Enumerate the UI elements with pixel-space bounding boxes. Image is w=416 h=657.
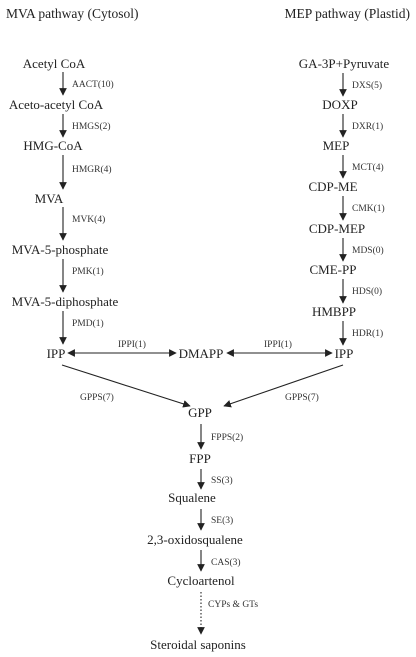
node-mep: MEP bbox=[323, 138, 350, 153]
enzyme-cmk: CMK(1) bbox=[352, 203, 385, 214]
node-hmg-coa: HMG-CoA bbox=[23, 138, 83, 153]
enzyme-gpps-right: GPPS(7) bbox=[285, 392, 319, 403]
node-ipp-mep: IPP bbox=[335, 346, 354, 361]
enzyme-mds: MDS(0) bbox=[352, 245, 384, 256]
mep-pathway-heading: MEP pathway (Plastid) bbox=[285, 6, 411, 21]
node-ipp-mva: IPP bbox=[47, 346, 66, 361]
enzyme-hdr: HDR(1) bbox=[352, 328, 383, 339]
enzyme-ss: SS(3) bbox=[211, 475, 233, 486]
enzyme-hmgs: HMGS(2) bbox=[72, 121, 111, 132]
node-steroidal-saponins: Steroidal saponins bbox=[150, 637, 246, 652]
enzyme-gpps-left: GPPS(7) bbox=[80, 392, 114, 403]
enzyme-dxs: DXS(5) bbox=[352, 80, 382, 91]
arrow-gpps-right bbox=[223, 364, 344, 408]
node-acetyl-coa: Acetyl CoA bbox=[23, 56, 86, 71]
node-cdp-me: CDP-ME bbox=[308, 179, 357, 194]
node-mva-5-phosphate: MVA-5-phosphate bbox=[12, 242, 109, 257]
enzyme-se: SE(3) bbox=[211, 515, 233, 526]
enzyme-mvk: MVK(4) bbox=[72, 214, 105, 225]
node-aceto-acetyl-coa: Aceto-acetyl CoA bbox=[9, 97, 104, 112]
node-mva: MVA bbox=[35, 191, 64, 206]
node-fpp: FPP bbox=[189, 451, 211, 466]
node-ga3p-pyruvate: GA-3P+Pyruvate bbox=[299, 56, 390, 71]
node-mva-5-diphosphate: MVA-5-diphosphate bbox=[12, 294, 119, 309]
enzyme-fpps: FPPS(2) bbox=[211, 432, 243, 443]
enzyme-mct: MCT(4) bbox=[352, 162, 384, 173]
enzyme-hmgr: HMGR(4) bbox=[72, 164, 112, 175]
node-squalene: Squalene bbox=[168, 490, 216, 505]
node-dmapp: DMAPP bbox=[179, 346, 224, 361]
arrow-gpps-left bbox=[61, 364, 191, 408]
enzyme-ippi-left: IPPI(1) bbox=[118, 339, 146, 350]
mva-pathway-heading: MVA pathway (Cytosol) bbox=[6, 6, 139, 21]
enzyme-pmd: PMD(1) bbox=[72, 318, 104, 329]
node-cdp-mep: CDP-MEP bbox=[309, 221, 365, 236]
node-gpp: GPP bbox=[188, 405, 212, 420]
enzyme-hds: HDS(0) bbox=[352, 286, 382, 297]
enzyme-aact: AACT(10) bbox=[72, 79, 114, 90]
enzyme-cyps-gts: CYPs & GTs bbox=[208, 600, 258, 610]
node-cme-pp: CME-PP bbox=[310, 262, 357, 277]
node-cycloartenol: Cycloartenol bbox=[167, 573, 235, 588]
node-hmbpp: HMBPP bbox=[312, 304, 356, 319]
node-oxidosqualene: 2,3-oxidosqualene bbox=[147, 532, 243, 547]
enzyme-dxr: DXR(1) bbox=[352, 121, 383, 132]
enzyme-ippi-right: IPPI(1) bbox=[264, 339, 292, 350]
enzyme-cas: CAS(3) bbox=[211, 557, 241, 568]
node-doxp: DOXP bbox=[322, 97, 357, 112]
enzyme-pmk: PMK(1) bbox=[72, 266, 104, 277]
